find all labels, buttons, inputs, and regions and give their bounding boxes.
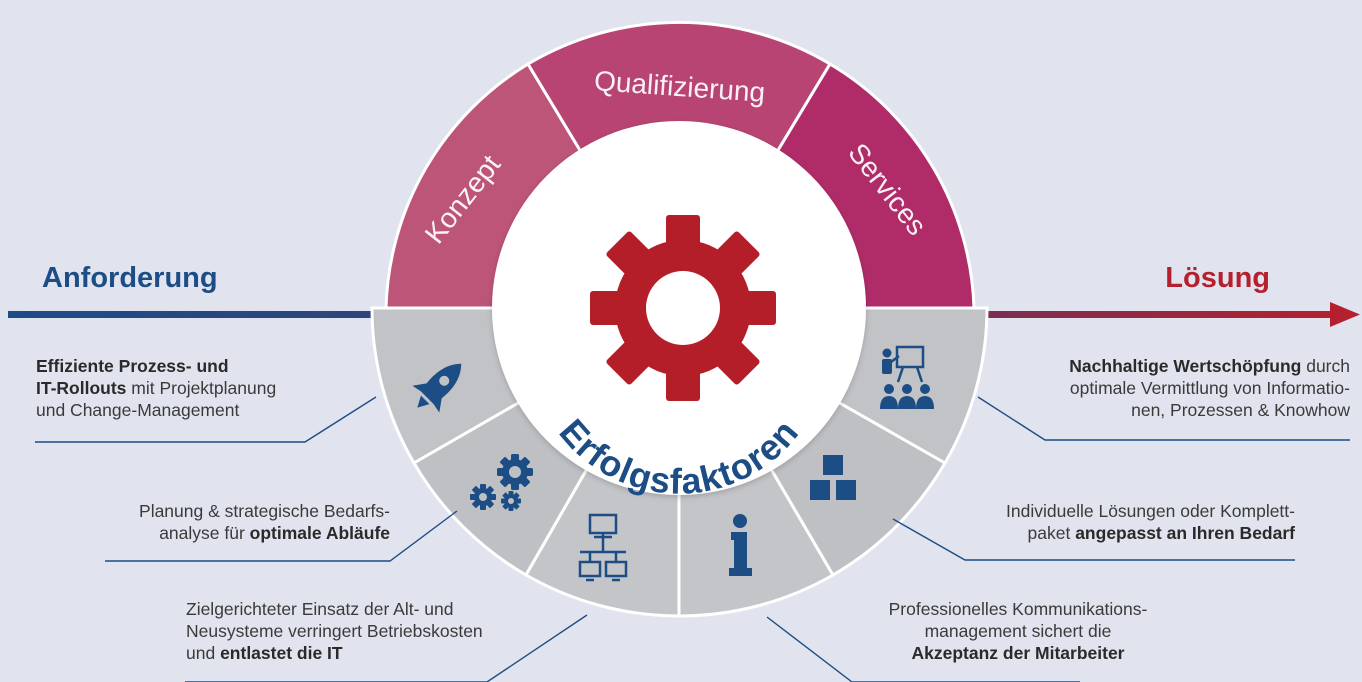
note-rollouts-text3: und Change-Management [36, 400, 240, 420]
note-systeme-text1: Zielgerichteter Einsatz der Alt- und [186, 599, 454, 619]
callout-line-systeme [185, 614, 588, 682]
note-rollouts-bold1: Effiziente Prozess- und [36, 356, 229, 376]
gears-icon [470, 454, 533, 511]
callout-line-loesungen [892, 518, 1295, 561]
note-loesungen: Individuelle Lösungen oder Komplett- pak… [925, 500, 1295, 544]
note-kommunikation-text2: management sichert die [924, 621, 1112, 641]
note-rollouts-text2: mit Projektplanung [126, 378, 277, 398]
note-kommunikation-bold3: Akzeptanz der Mitarbeiter [911, 643, 1125, 663]
note-planung-bold2: optimale Abläufe [249, 523, 390, 543]
note-wertschoepfung-text1: durch [1301, 356, 1350, 376]
note-wertschoepfung-bold1: Nachhaltige Wertschöpfung [1069, 356, 1302, 376]
gear-icon [590, 215, 776, 401]
note-loesungen-text2: paket [1027, 523, 1076, 543]
cubes-icon [808, 453, 858, 502]
presentation-icon [880, 345, 934, 409]
note-planung: Planung & strategische Bedarfs- analyse … [60, 500, 390, 544]
axis-label-loesung: Lösung [1165, 262, 1270, 294]
callout-line-kommunikation [766, 616, 1080, 682]
note-planung-text1: Planung & strategische Bedarfs- [139, 501, 390, 521]
callout-line-wertschoepfung [977, 396, 1350, 441]
note-wertschoepfung-text2: optimale Vermittlung von Informatio- [1069, 378, 1350, 398]
callout-lines [35, 396, 1350, 682]
note-systeme: Zielgerichteter Einsatz der Alt- und Neu… [186, 598, 546, 664]
note-planung-text2: analyse für [159, 523, 250, 543]
note-kommunikation-text1: Professionelles Kommunikations- [888, 599, 1148, 619]
note-systeme-text2: Neusysteme verringert Betriebskosten [186, 621, 483, 641]
axis-arrowhead [1330, 302, 1360, 327]
info-icon [729, 514, 752, 576]
note-systeme-text3: und [186, 643, 221, 663]
axis-label-anforderung: Anforderung [42, 262, 218, 294]
note-kommunikation: Professionelles Kommunikations- manageme… [848, 598, 1188, 664]
note-rollouts: Effiziente Prozess- und IT-Rollouts mit … [36, 355, 356, 421]
callout-line-rollouts [35, 396, 377, 443]
network-icon [578, 513, 628, 582]
note-loesungen-bold2: angepasst an Ihren Bedarf [1075, 523, 1295, 543]
note-wertschoepfung-text3: nen, Prozessen & Knowhow [1131, 400, 1350, 420]
note-systeme-bold3: entlastet die IT [220, 643, 343, 663]
note-rollouts-bold2: IT-Rollouts [36, 378, 127, 398]
note-wertschoepfung: Nachhaltige Wertschöpfung durch optimale… [980, 355, 1350, 421]
note-loesungen-text1: Individuelle Lösungen oder Komplett- [1006, 501, 1295, 521]
callout-line-planung [105, 510, 458, 562]
